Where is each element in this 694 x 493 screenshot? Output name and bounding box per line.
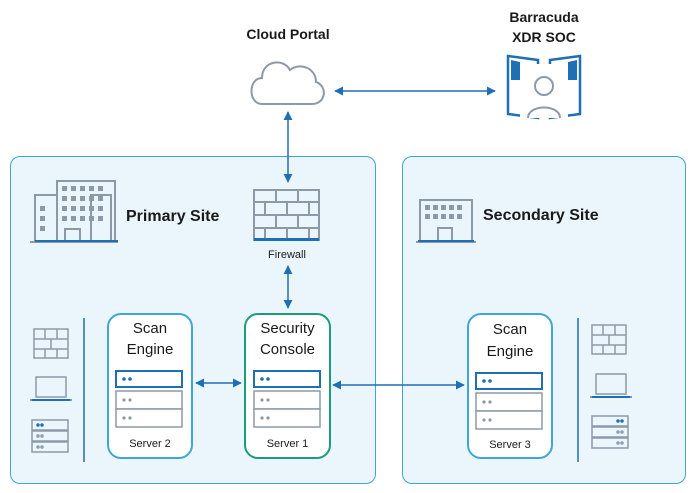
small-firewall-icon-left	[33, 328, 69, 359]
cloud-portal-label: Cloud Portal	[246, 26, 330, 42]
scan-engine-secondary-server-label: Server 3	[489, 439, 531, 451]
server-rack-icon-left	[31, 419, 69, 453]
small-firewall-icon-right	[591, 324, 627, 355]
firewall-label: Firewall	[268, 249, 306, 261]
soc-label-line2: XDR SOC	[512, 29, 576, 45]
security-console-server-label: Server 1	[266, 438, 309, 450]
building-windows-secondary	[425, 205, 462, 219]
building-base-secondary	[418, 240, 474, 242]
laptop-icon-right	[590, 373, 632, 398]
building-windows-primary	[40, 186, 103, 231]
cloud-icon	[250, 61, 325, 105]
firewall-icon	[253, 189, 320, 241]
primary-site-label: Primary Site	[126, 208, 220, 225]
security-console-title-1: Security	[260, 320, 315, 337]
scan-engine-secondary-title-1: Scan	[492, 321, 528, 338]
soc-label-line1: Barracuda	[509, 9, 579, 25]
secondary-site-label: Secondary Site	[483, 207, 599, 224]
laptop-icon-left	[30, 376, 72, 401]
building-base-primary	[35, 240, 118, 242]
server-stack-icon-secondary	[475, 372, 543, 430]
security-console-title-2: Console	[259, 341, 316, 358]
scan-engine-primary-title-1: Scan	[132, 320, 168, 337]
soc-analyst-icon	[506, 54, 582, 120]
firewall-base	[254, 238, 319, 241]
server-stack-icon-primary	[115, 370, 183, 428]
server-rack-icon-right	[591, 415, 629, 449]
scan-engine-primary-server-label: Server 2	[129, 438, 171, 450]
scan-engine-secondary-title-2: Engine	[486, 343, 534, 360]
scan-engine-primary-title-2: Engine	[126, 341, 174, 358]
server-stack-icon-console	[253, 370, 321, 428]
